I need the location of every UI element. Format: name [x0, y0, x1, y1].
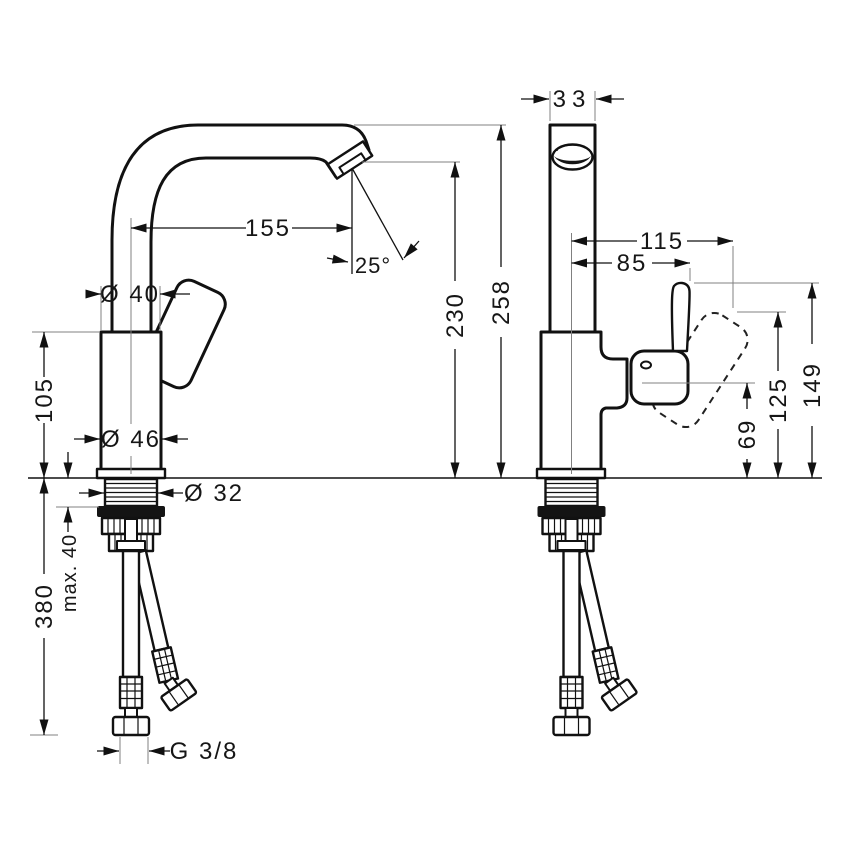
dim-hose-length: 380 [31, 583, 58, 629]
dim-total-height: 258 [488, 279, 515, 325]
dim-max-deck-thickness: max. 40 [59, 534, 81, 612]
dim-stream-angle: 25° [355, 253, 391, 278]
front-dimensions: 155 25° Ø 40 230 258 105 Ø 46 Ø 32 max [30, 124, 515, 765]
aerator-rim [556, 144, 590, 152]
handle-base-side [629, 349, 690, 406]
aerator-opening [554, 156, 591, 165]
undermount-side [536, 477, 642, 737]
dim-body-diameter: Ø 46 [101, 426, 161, 453]
front-view [95, 123, 374, 737]
handle-lever-side [670, 281, 691, 353]
dim-outlet-height: 230 [442, 292, 469, 338]
dim-reach-max: 115 [640, 228, 684, 255]
dim-reach: 85 [617, 250, 648, 277]
body-side [539, 330, 629, 472]
dim-hose-thread: G 3/8 [170, 738, 239, 765]
dim-shank-diameter: Ø 32 [184, 480, 244, 507]
aerator [326, 140, 374, 180]
side-dimensions: 33 115 85 149 125 69 [521, 86, 826, 478]
dim-top-width: 33 [553, 86, 592, 113]
dim-height-low: 69 [734, 419, 761, 450]
undermount-front [95, 477, 201, 737]
handle-indicator-dot [640, 360, 652, 370]
dim-body-height: 105 [31, 377, 58, 423]
dim-height-mid: 125 [765, 377, 792, 423]
dim-height-max: 149 [799, 362, 826, 408]
dim-spout-diameter: Ø 40 [100, 281, 160, 308]
dim-spout-reach: 155 [245, 215, 291, 242]
side-view [535, 123, 749, 737]
